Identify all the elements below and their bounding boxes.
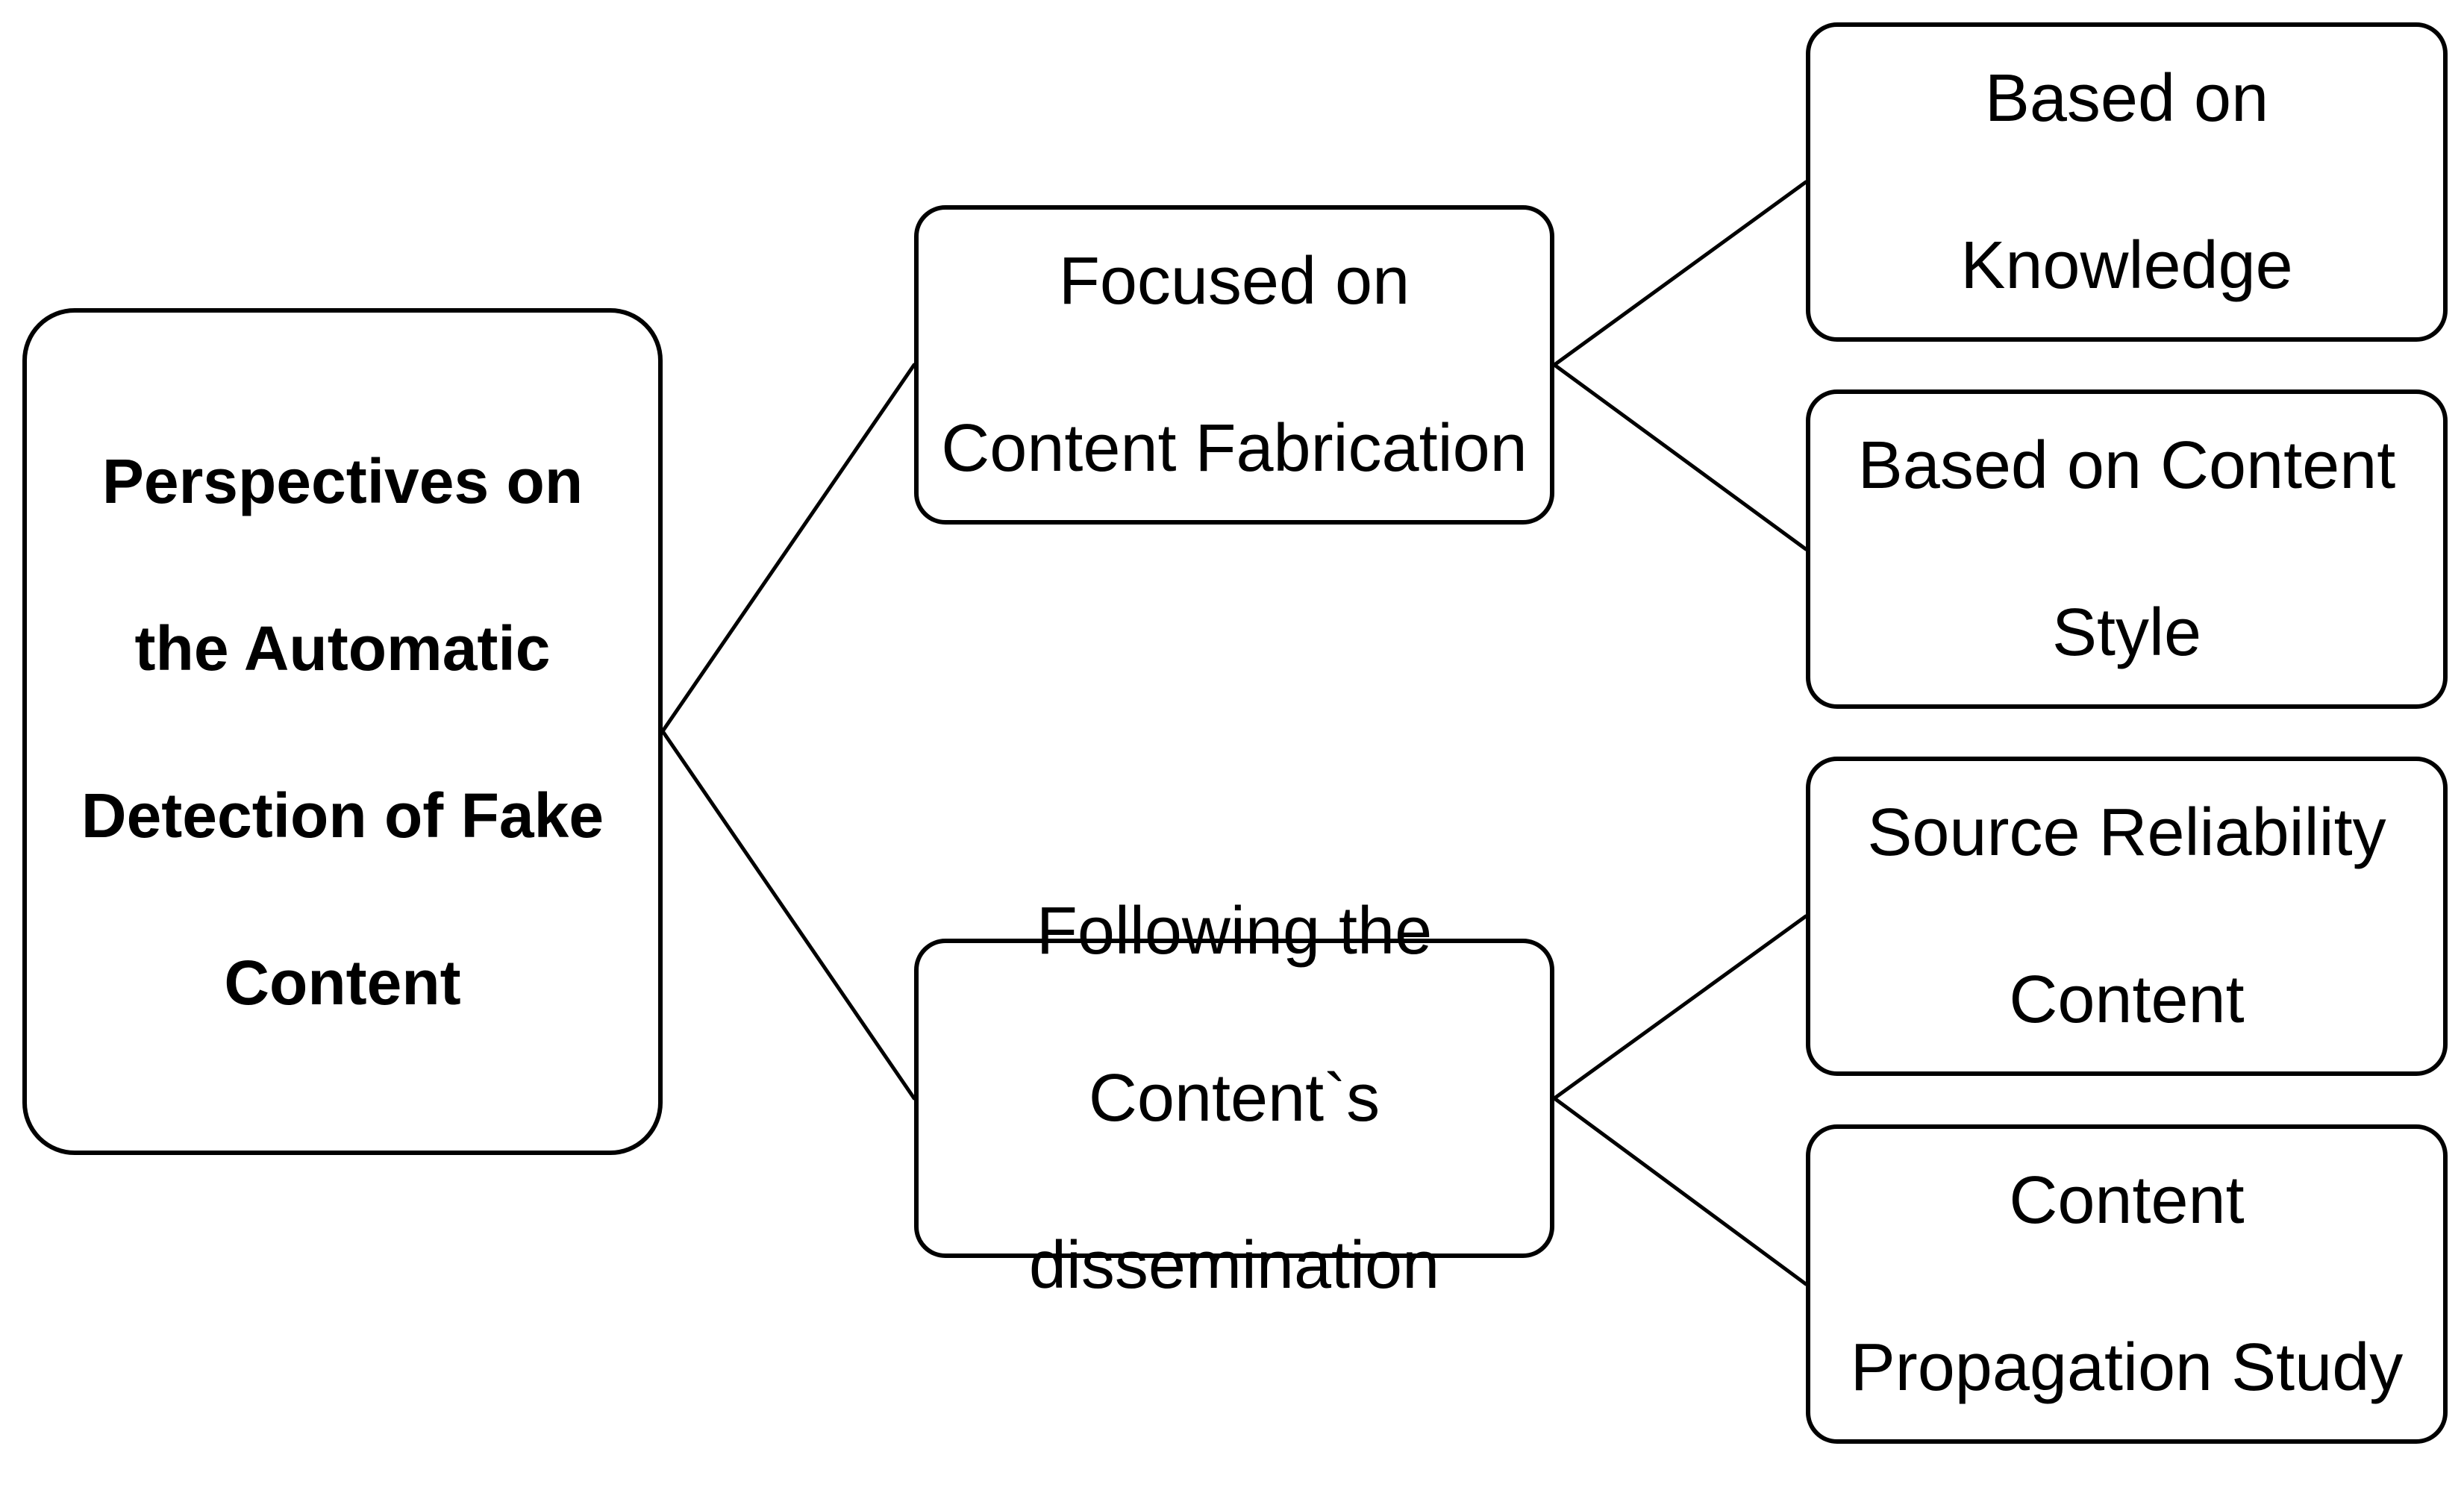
- connector-root-to-fabrication: [660, 363, 916, 733]
- branch-node-label: Focused on Content Fabrication: [941, 156, 1527, 574]
- root-label-line-3: Detection of Fake: [81, 780, 604, 851]
- leaf-1-label-line-2: Knowledge: [1960, 228, 2293, 303]
- leaf-1-label-line-1: Based on: [1984, 61, 2269, 136]
- branch-1-label-line-2: Content Fabrication: [941, 411, 1528, 486]
- leaf-node-label: Based on Knowledge: [1960, 0, 2292, 391]
- leaf-2-label-line-2: Style: [2051, 595, 2202, 670]
- branch-2-label-line-3: dissemination: [1028, 1228, 1440, 1303]
- leaf-2-label-line-1: Based on Content: [1857, 428, 2396, 503]
- branch-2-label-line-1: Following the: [1036, 894, 1433, 968]
- leaf-node-label: Based on Content Style: [1858, 340, 2396, 758]
- connector-dissemination-to-propagation: [1552, 1096, 1808, 1286]
- connector-fabrication-to-knowledge: [1552, 180, 1808, 367]
- root-node-label: Perspectives on the Automatic Detection …: [81, 356, 604, 1108]
- root-label-line-2: the Automatic: [134, 613, 551, 683]
- root-label-line-1: Perspectives on: [101, 445, 584, 516]
- connector-lines: [660, 180, 1808, 1286]
- branch-1-label-line-1: Focused on: [1058, 244, 1410, 319]
- root-node-perspectives: Perspectives on the Automatic Detection …: [22, 308, 663, 1155]
- leaf-node-label: Content Propagation Study: [1851, 1075, 2404, 1493]
- leaf-4-label-line-2: Propagation Study: [1850, 1330, 2404, 1405]
- branch-2-label-line-2: Content`s: [1088, 1061, 1380, 1136]
- connector-fabrication-to-style: [1552, 363, 1808, 551]
- leaf-3-label-line-2: Content: [2009, 963, 2245, 1037]
- leaf-3-label-line-1: Source Reliability: [1867, 795, 2386, 870]
- root-label-line-4: Content: [224, 947, 461, 1018]
- leaf-node-source-reliability: Source Reliability Content: [1806, 757, 2448, 1076]
- branch-node-content-fabrication: Focused on Content Fabrication: [914, 205, 1554, 525]
- leaf-node-based-on-knowledge: Based on Knowledge: [1806, 22, 2448, 342]
- leaf-node-content-propagation-study: Content Propagation Study: [1806, 1124, 2448, 1444]
- leaf-node-based-on-content-style: Based on Content Style: [1806, 389, 2448, 709]
- branch-node-label: Following the Content`s dissemination: [1029, 806, 1439, 1391]
- connector-dissemination-to-source: [1552, 914, 1808, 1101]
- leaf-node-label: Source Reliability Content: [1867, 707, 2386, 1125]
- leaf-4-label-line-1: Content: [2009, 1163, 2245, 1238]
- branch-node-content-dissemination: Following the Content`s dissemination: [914, 894, 1554, 1303]
- connector-root-to-dissemination: [660, 729, 916, 1101]
